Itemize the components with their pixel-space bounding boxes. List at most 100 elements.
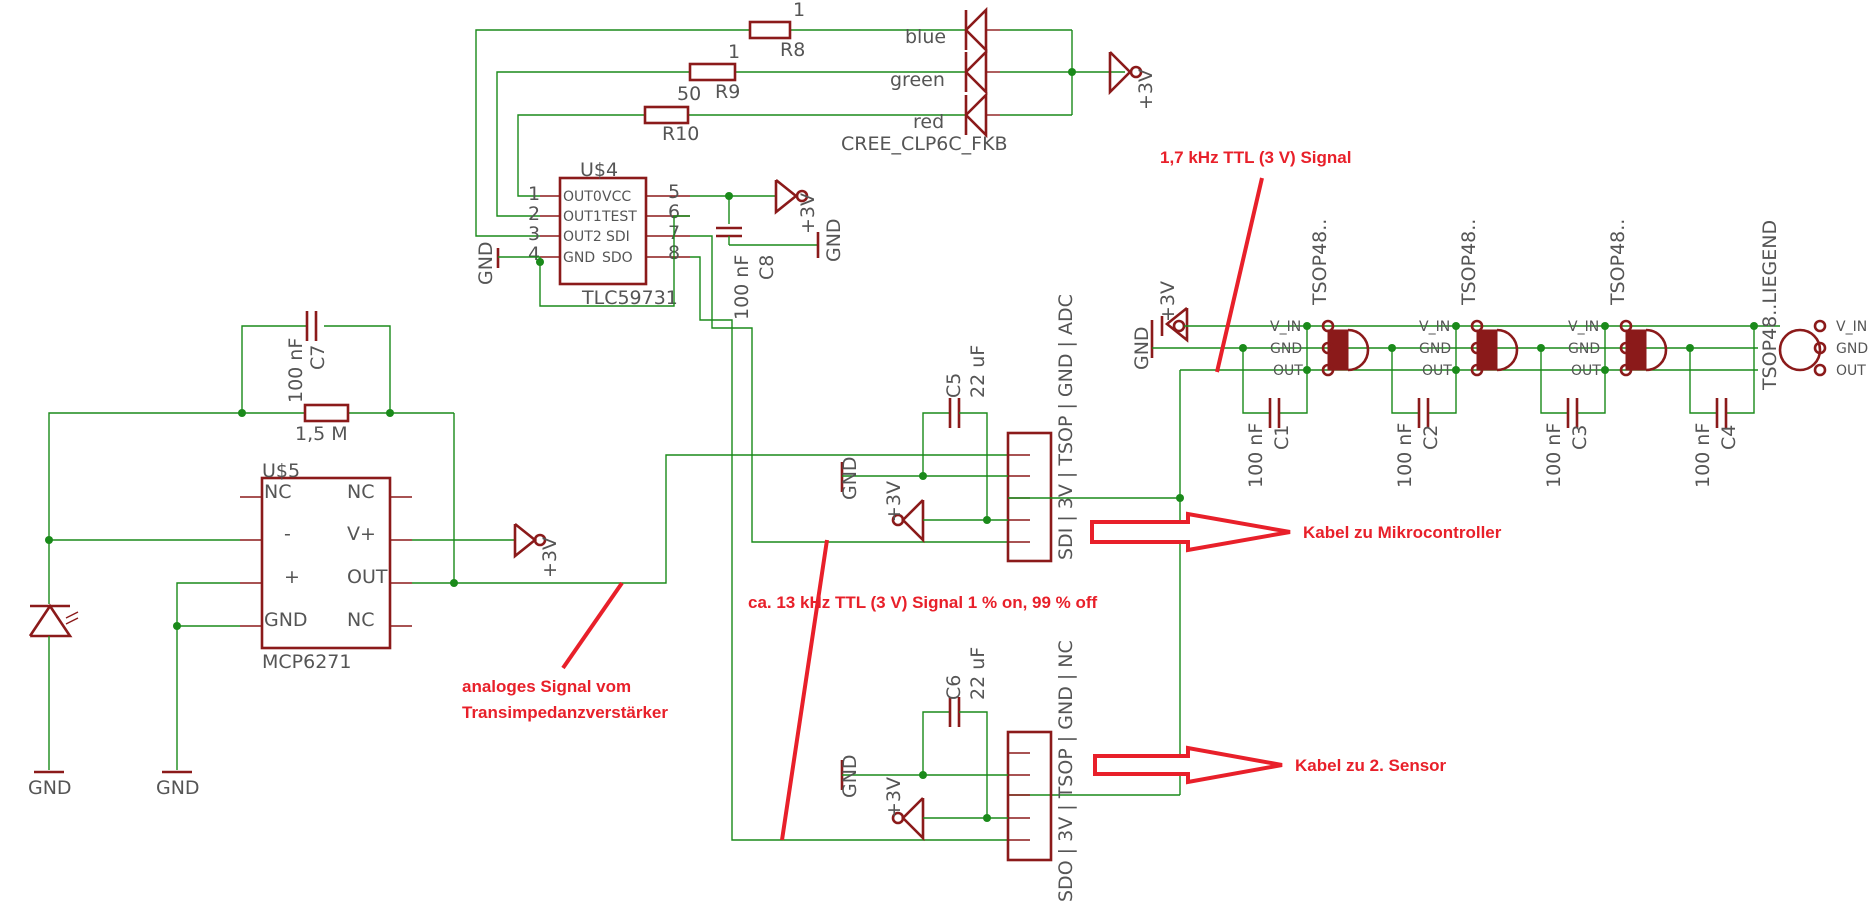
tsop2-cap: C2: [1420, 425, 1442, 450]
wire-analog: [454, 454, 1008, 584]
pointer-pwm-signal: [780, 539, 829, 841]
tsop4-cap-value: 100 nF: [1692, 423, 1714, 488]
mcp6271-body: [260, 476, 392, 650]
driver-pin1-name: OUT0: [563, 189, 602, 205]
annotation-sensor2: Kabel zu 2. Sensor: [1295, 756, 1447, 775]
tsop2-name: TSOP48..: [1458, 219, 1480, 306]
tsop-supply-label: +3V: [1157, 281, 1179, 322]
amp-pin-nc2: NC: [347, 481, 374, 503]
amp-pin-minus: -: [284, 523, 291, 545]
c5-label: C5: [943, 373, 965, 398]
pointer-tsop-signal: [1215, 177, 1264, 373]
c7-value: 100 nF: [285, 338, 307, 403]
wire-out0: [517, 114, 645, 197]
tsop1-vin: V_IN: [1270, 319, 1301, 335]
led-blue-label: blue: [905, 26, 946, 48]
wire-sdo: [690, 256, 1008, 841]
tsop1-name: TSOP48..: [1309, 219, 1331, 306]
driver-pin3-name: OUT2: [563, 229, 602, 245]
amp-gnd1-label: GND: [28, 777, 72, 799]
annotations: 1,7 kHz TTL (3 V) Signal Kabel zu Mikroc…: [462, 148, 1502, 841]
tsop3-out: OUT: [1571, 363, 1601, 379]
amp-pin-nc3: NC: [347, 609, 374, 631]
tsop-section: +3V GND V_IN GND OUT TSOP48.. 100 nF C1: [1131, 219, 1868, 488]
driver-supply-label: +3V: [797, 193, 819, 234]
amp-pin-gnd: GND: [264, 609, 308, 631]
tsop2-out: OUT: [1422, 363, 1452, 379]
tsop2-vin: V_IN: [1419, 319, 1450, 335]
tsop3-name: TSOP48..: [1607, 219, 1629, 306]
amp-gnd2-label: GND: [156, 777, 200, 799]
amp-pin-vplus: V+: [347, 523, 376, 545]
annotation-pwm-signal: ca. 13 kHz TTL (3 V) Signal 1 % on, 99 %…: [748, 593, 1098, 612]
tsop4-name: TSOP48..LIEGEND: [1759, 220, 1781, 391]
led-part-label: CREE_CLP6C_FKB: [841, 133, 1008, 155]
c6-label: C6: [943, 675, 965, 700]
amp-pin-nc1: NC: [264, 481, 291, 503]
driver-pin5-num: 5: [668, 181, 680, 203]
driver-part: TLC59731: [581, 287, 678, 309]
tsop3-cap-value: 100 nF: [1543, 423, 1565, 488]
led-supply-symbol: [1108, 51, 1143, 96]
annotation-analog-line2: Transimpedanzverstärker: [462, 703, 668, 722]
c5-value: 22 uF: [967, 345, 989, 398]
r-feedback-value: 1,5 M: [295, 423, 348, 445]
amp-supply-label: +3V: [539, 537, 561, 578]
amp-pin-plus: +: [284, 566, 300, 588]
tsop1-out: OUT: [1273, 363, 1303, 379]
connector-bottom: SDO | 3V | TSOP | GND | NC GND C6 22 uF …: [839, 640, 1077, 902]
tsop-sensor-4: V_IN GND OUT TSOP48..LIEGEND 100 nF C4: [1686, 220, 1868, 488]
tsop-gnd-label: GND: [1131, 326, 1153, 370]
tsop4-gnd: GND: [1836, 341, 1868, 357]
resistor-r10: [643, 105, 690, 125]
driver-pin3-num: 3: [528, 223, 540, 245]
connector-top-body: [1006, 431, 1053, 563]
tlc59731-body: [558, 176, 648, 286]
led-section: 1 R8 1 R9 50 R10 blue green red CREE_CLP…: [475, 0, 1157, 237]
tsop-sensor-2: V_IN GND OUT TSOP48.. 100 nF C2: [1388, 219, 1519, 488]
amplifier-section: U$5 MCP6271 NC NC - V+ + OUT GND NC 1,5 …: [28, 311, 1008, 799]
tsop1-gnd: GND: [1270, 341, 1302, 357]
tsop2-gnd: GND: [1419, 341, 1451, 357]
r8-value: 1: [793, 0, 805, 21]
arrow-mikrocontroller: [1090, 511, 1291, 553]
connector-top-label: SDI | 3V | TSOP | GND | ADC: [1055, 294, 1077, 560]
rgb-led: [964, 6, 1000, 139]
tsop1-cap: C1: [1271, 425, 1293, 450]
connector-bottom-label: SDO | 3V | TSOP | GND | NC: [1055, 640, 1077, 902]
driver-pin4-name: GND: [563, 250, 595, 266]
driver-ic: U$4 TLC59731 1 2 3 4 OUT0 OUT1 OUT2 GND …: [475, 159, 1008, 841]
amp-supply-symbol: [513, 522, 547, 559]
connector-top-supply: +3V: [883, 481, 905, 522]
annotation-analog-line1: analoges Signal vom: [462, 677, 631, 696]
tsop3-vin: V_IN: [1568, 319, 1599, 335]
c7-label: C7: [307, 345, 329, 370]
r10-value: 50: [677, 83, 701, 105]
driver-pin6-name: TEST: [601, 209, 637, 225]
r8-label: R8: [780, 39, 805, 61]
amp-name: U$5: [262, 460, 300, 482]
connector-top-gnd: GND: [839, 456, 861, 500]
amp-pin-out: OUT: [347, 566, 388, 588]
annotation-tsop-signal: 1,7 kHz TTL (3 V) Signal: [1160, 148, 1351, 167]
driver-pin6-num: 6: [668, 201, 680, 223]
driver-pin1-num: 1: [528, 183, 540, 205]
arrow-sensor2: [1093, 745, 1283, 785]
driver-gnd-label: GND: [475, 241, 497, 285]
tsop-sensor-1: V_IN GND OUT TSOP48.. 100 nF C1: [1239, 219, 1370, 488]
led-red-label: red: [913, 111, 944, 133]
tsop4-out: OUT: [1836, 363, 1866, 379]
driver-supply-symbol: [774, 178, 809, 215]
tsop1-cap-value: 100 nF: [1245, 423, 1267, 488]
resistor-feedback: [303, 403, 350, 423]
led-supply-label: +3V: [1135, 69, 1157, 110]
r9-label: R9: [715, 81, 740, 103]
driver-pin2-name: OUT1: [563, 209, 602, 225]
amp-part: MCP6271: [262, 651, 351, 673]
driver-pin7-name: SDI: [606, 229, 630, 245]
c8-label: C8: [756, 255, 778, 280]
driver-pin5-name: VCC: [602, 189, 631, 205]
tsop-sensor-3: V_IN GND OUT TSOP48.. 100 nF C3: [1537, 219, 1668, 488]
driver-pin2-num: 2: [528, 203, 540, 225]
